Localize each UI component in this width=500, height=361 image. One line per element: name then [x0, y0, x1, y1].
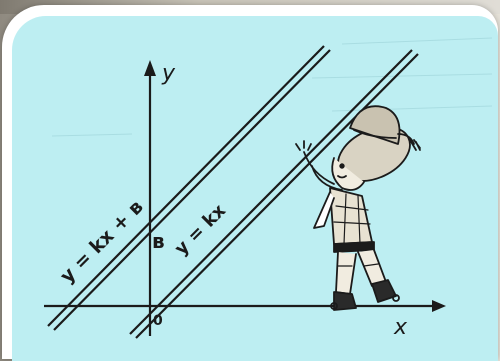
linear-function-diagram: x y 0 в y = kx + в y = kx — [12, 16, 498, 361]
equation-upper-label: y = kx + в — [56, 196, 148, 288]
x-axis — [44, 300, 446, 312]
sombrero-boy-illustration — [296, 106, 420, 310]
illustration-card: x y 0 в y = kx + в y = kx — [12, 16, 498, 361]
page-texture — [52, 38, 492, 136]
intercept-label: в — [152, 229, 165, 253]
line-y-kx-plus-b — [48, 46, 330, 330]
y-axis — [144, 60, 156, 336]
y-axis-label: y — [161, 61, 176, 86]
x-axis-label: x — [393, 315, 408, 340]
